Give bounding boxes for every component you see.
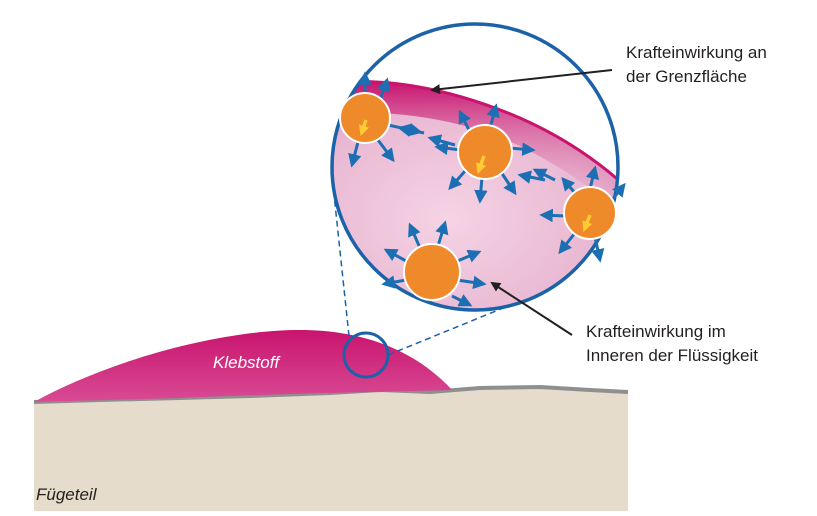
- molecule-icon: [340, 93, 390, 143]
- interface-force-label-line2: der Grenzfläche: [626, 66, 747, 87]
- substrate-label: Fügeteil: [36, 484, 96, 505]
- molecule-icon: [404, 244, 460, 300]
- adhesive-label: Klebstoff: [213, 352, 279, 373]
- inner-force-label-line1: Krafteinwirkung im: [586, 321, 726, 342]
- inner-force-label-line2: Inneren der Flüssigkeit: [586, 345, 758, 366]
- interface-force-label-line1: Krafteinwirkung an: [626, 42, 767, 63]
- molecule-icon: [458, 125, 512, 179]
- substrate-block: [34, 387, 628, 511]
- molecule-icon: [564, 187, 616, 239]
